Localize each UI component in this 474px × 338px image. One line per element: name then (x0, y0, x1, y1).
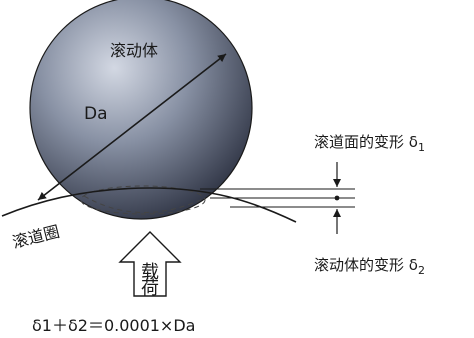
raceway-original-dashed-curve (83, 195, 206, 213)
diameter-label: Da (84, 104, 108, 124)
rolling-element-label: 滚动体 (110, 41, 158, 60)
load-label-line1: 载 (141, 262, 159, 283)
diameter-arrow (37, 53, 227, 201)
ball-deformation-label: 滚动体的变形 δ2 (314, 256, 425, 277)
raceway-curve (1, 187, 297, 223)
contact-deformation-dashed-outline (80, 185, 206, 215)
raceway-deformation-text: 滚道面的变形 δ (314, 133, 418, 151)
raceway-deformation-label: 滚道面的变形 δ1 (314, 133, 425, 154)
ball-deformation-subscript: 2 (418, 264, 425, 277)
contact-point-marker (334, 195, 340, 201)
deformation-formula: δ1＋δ2＝0.0001×Da (32, 316, 195, 335)
load-label-line2: 荷 (141, 278, 159, 299)
rolling-element-ball (29, 0, 253, 220)
load-arrow (118, 231, 182, 297)
raceway-deformation-subscript: 1 (418, 141, 425, 154)
raceway-label: 滚道圈 (10, 222, 61, 252)
ball-deformation-text: 滚动体的变形 δ (314, 256, 418, 274)
